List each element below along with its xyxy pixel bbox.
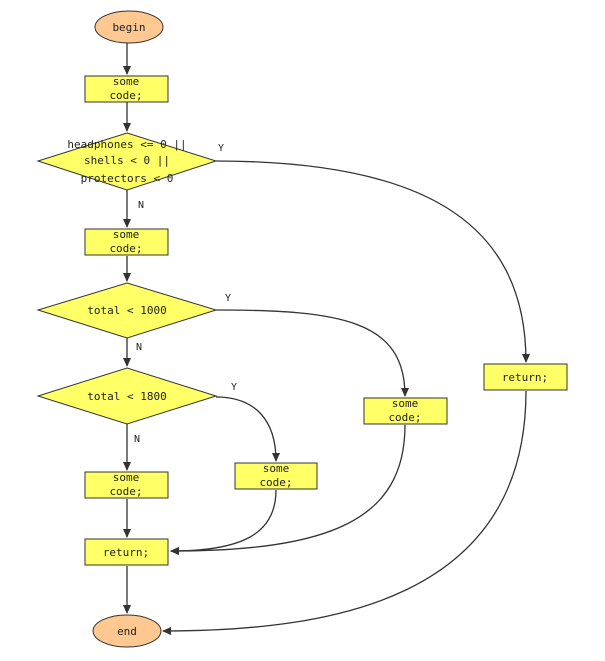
node-dec3-line-0: total < 1800: [87, 390, 166, 403]
node-code1: some code;: [84, 75, 169, 103]
edge-label-dec2-yes: Y: [225, 293, 231, 304]
decision-shape: [36, 367, 218, 425]
nodes: begin some code; headphones <= 0 || shel…: [36, 10, 568, 648]
node-code5-line-0: some: [392, 397, 419, 410]
process-shape: [363, 397, 448, 425]
edge-dec3-code4: [215, 396, 280, 462]
node-code3: some code;: [84, 471, 169, 499]
node-code1-line-0: some: [113, 75, 140, 88]
edge-label-dec3-no: N: [134, 434, 140, 445]
node-end-line-0: end: [117, 625, 137, 638]
node-end: end: [92, 614, 162, 648]
node-code2: some code;: [84, 228, 169, 256]
node-dec1-line-2: protectors < 0: [81, 172, 174, 185]
node-dec2: total < 1000: [36, 282, 218, 339]
decision-shape: [36, 282, 218, 339]
edge-dec1-ret1: [215, 160, 530, 363]
edge-label-dec2-no: N: [136, 342, 142, 353]
process-shape: [84, 538, 169, 566]
process-shape: [483, 363, 568, 391]
node-begin: begin: [94, 10, 164, 44]
node-dec1-line-1: shells < 0 ||: [84, 154, 170, 167]
node-code4-line-0: some: [263, 462, 290, 475]
edge-dec2-code5: [215, 309, 409, 397]
process-shape: [84, 75, 169, 103]
edge-label-dec1-yes: Y: [218, 143, 224, 154]
edge-code4-ret2: [170, 489, 277, 555]
edges: [123, 43, 530, 635]
node-ret1-line-0: return;: [502, 371, 548, 384]
node-begin-line-0: begin: [112, 21, 145, 34]
node-code4-line-1: code;: [259, 476, 292, 489]
node-code2-line-1: code;: [109, 242, 142, 255]
process-shape: [234, 462, 318, 490]
edge-ret1-end: [162, 390, 527, 635]
node-code5: some code;: [363, 397, 448, 425]
node-code4: some code;: [234, 462, 318, 490]
process-shape: [84, 471, 169, 499]
node-ret2: return;: [84, 538, 169, 566]
decision-shape: [36, 132, 218, 191]
node-dec2-line-0: total < 1000: [87, 304, 166, 317]
node-code5-line-1: code;: [388, 411, 421, 424]
edge-labels: Y N Y N Y N: [134, 143, 237, 445]
edge-label-dec1-no: N: [138, 200, 144, 211]
node-dec1: headphones <= 0 || shells < 0 || protect…: [36, 132, 218, 191]
process-shape: [84, 228, 169, 256]
terminal-shape: [92, 614, 162, 648]
node-code3-line-0: some: [113, 471, 140, 484]
node-dec3: total < 1800: [36, 367, 218, 425]
terminal-shape: [94, 10, 164, 44]
node-code2-line-0: some: [113, 228, 140, 241]
node-code1-line-1: code;: [109, 89, 142, 102]
node-ret2-line-0: return;: [103, 546, 149, 559]
node-code3-line-1: code;: [109, 485, 142, 498]
edge-label-dec3-yes: Y: [231, 382, 237, 393]
node-dec1-line-0: headphones <= 0 ||: [67, 138, 186, 151]
edge-code5-ret2: [170, 424, 406, 555]
node-ret1: return;: [483, 363, 568, 391]
